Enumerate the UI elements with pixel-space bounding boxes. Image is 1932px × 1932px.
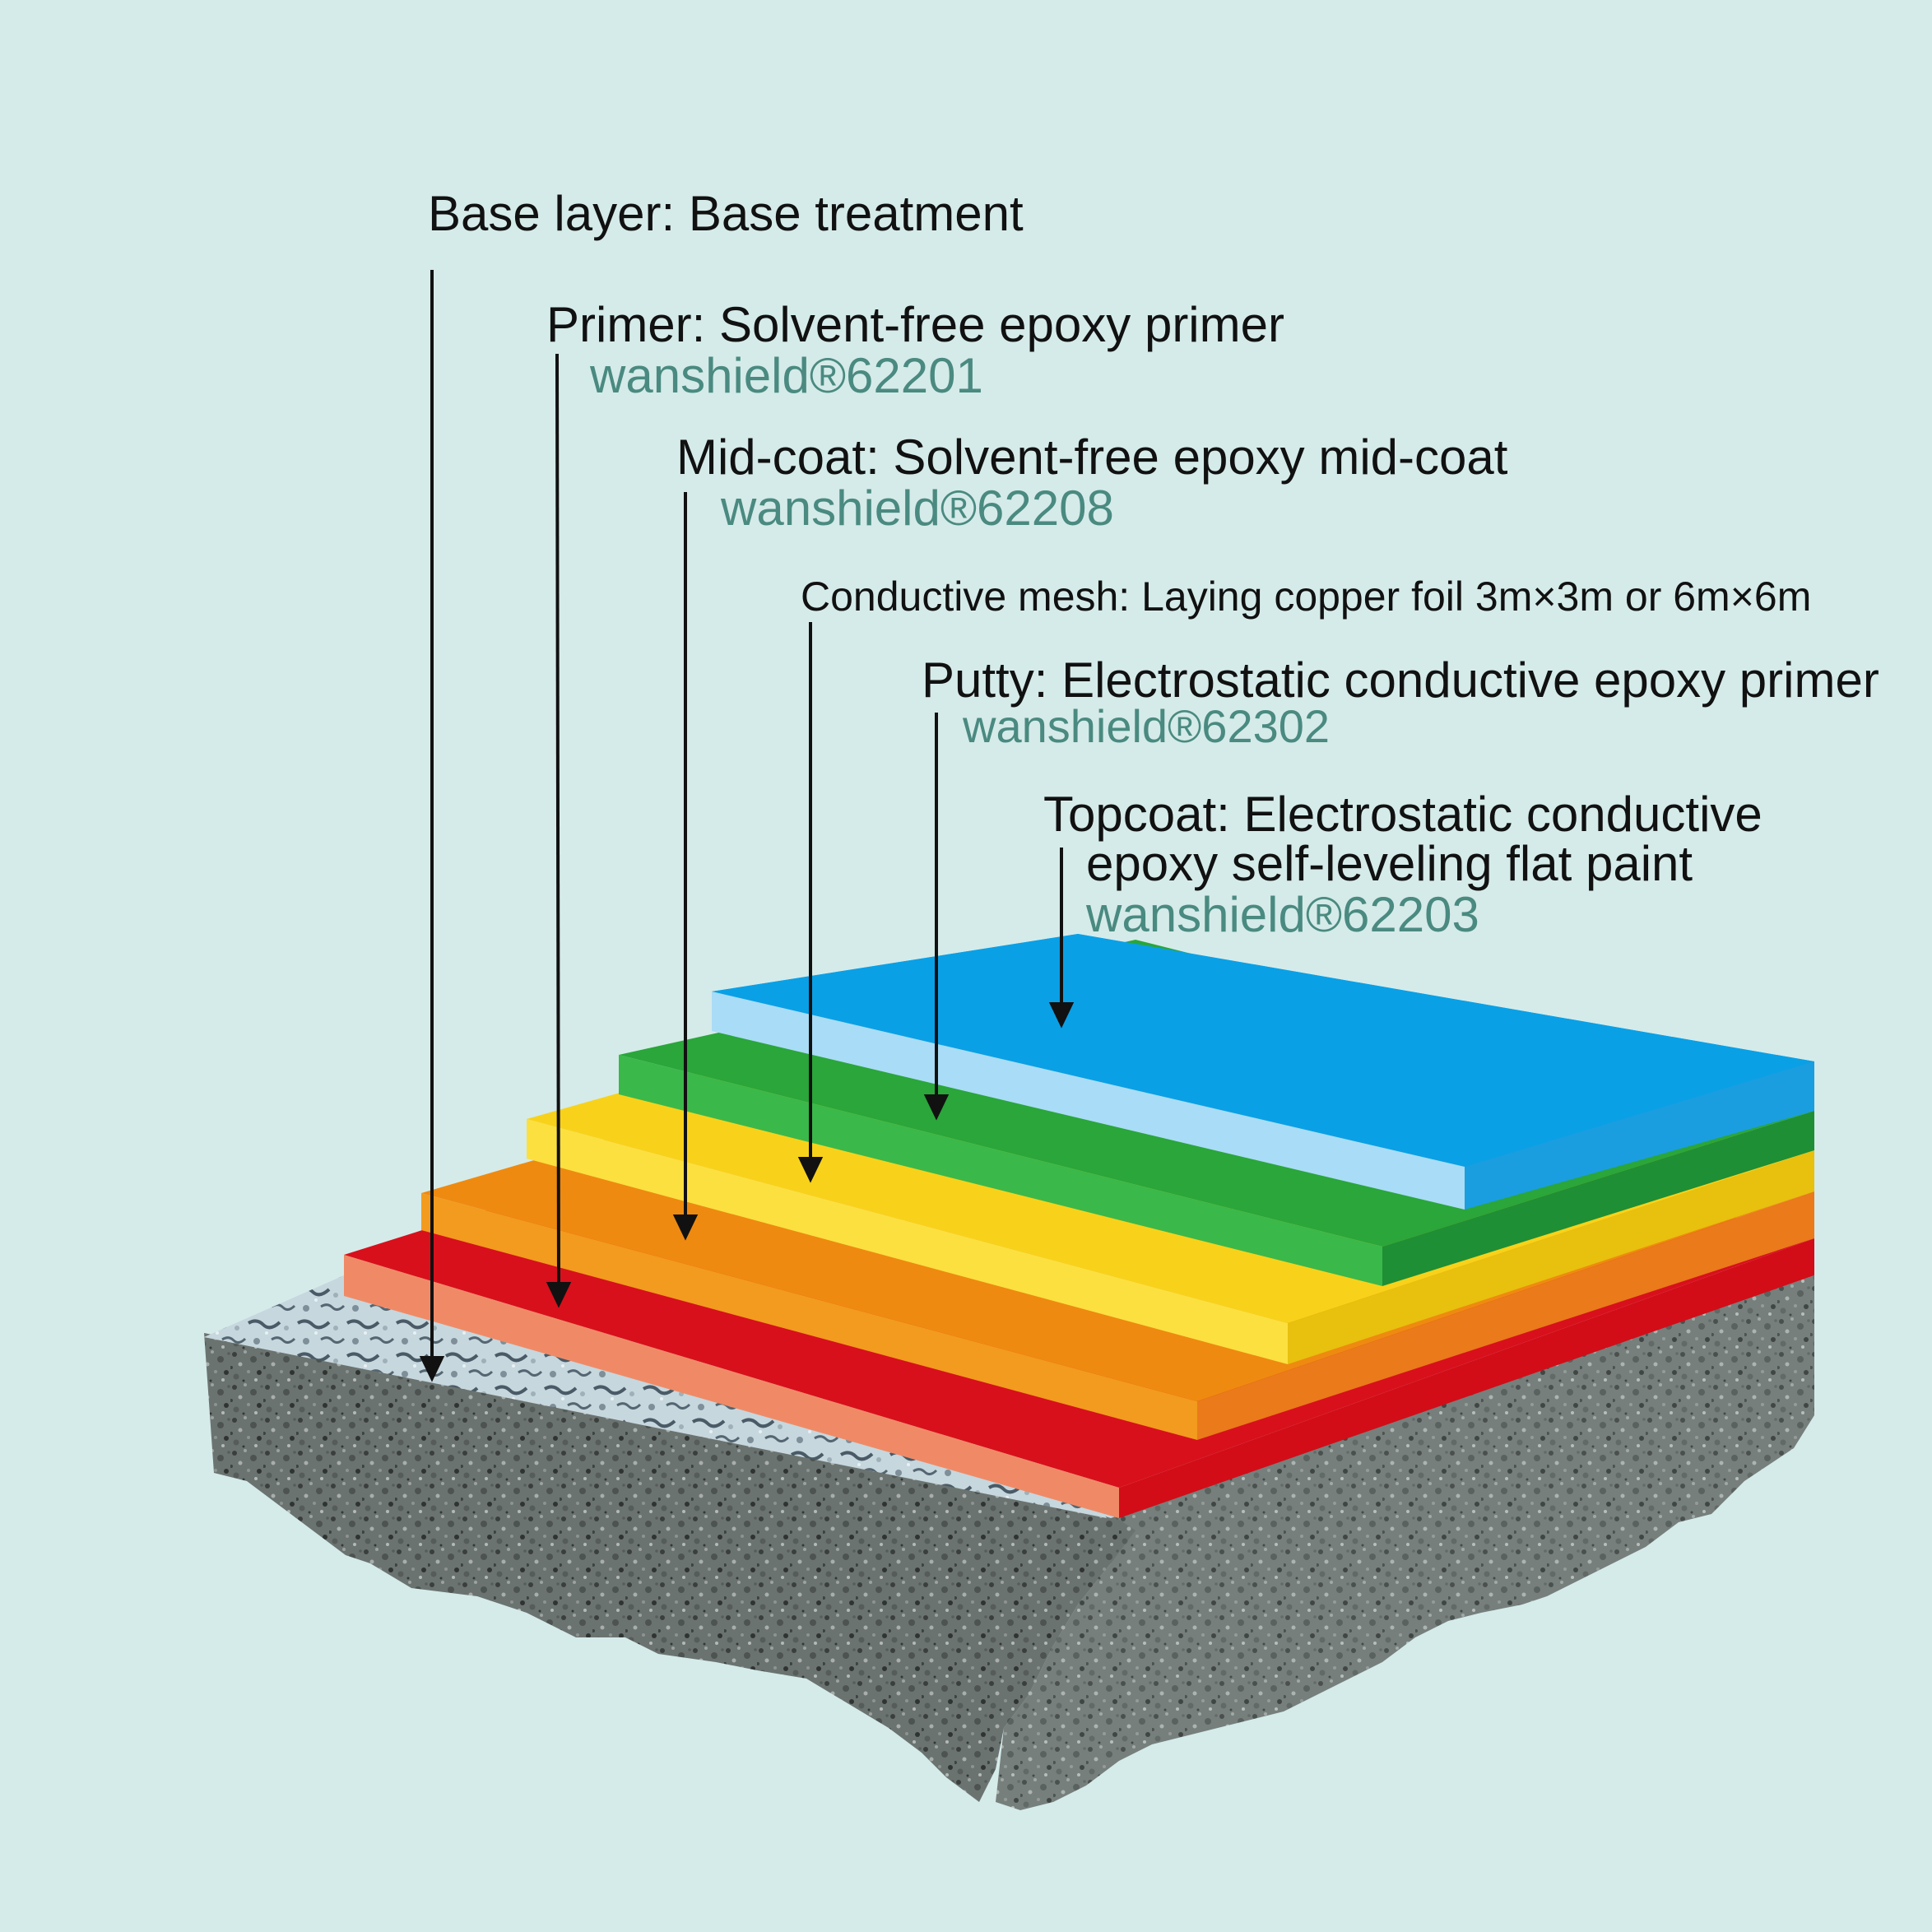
putty-arrow bbox=[923, 713, 950, 1121]
topcoat-layer bbox=[712, 934, 1814, 1210]
topcoat-label-line1: Topcoat: Electrostatic conductive bbox=[1043, 787, 1762, 842]
base-layer-label: Base layer: Base treatment bbox=[428, 186, 1024, 241]
putty-product-code: wanshield®62302 bbox=[963, 700, 1331, 752]
midcoat-arrow bbox=[672, 492, 699, 1241]
midcoat-label: Mid-coat: Solvent-free epoxy mid-coat bbox=[676, 430, 1508, 485]
concrete-right-face bbox=[996, 1275, 1814, 1810]
mesh-side bbox=[1288, 1150, 1814, 1364]
topcoat-arrow bbox=[1048, 848, 1075, 1029]
topcoat-label-line2: epoxy self-leveling flat paint bbox=[1086, 836, 1693, 891]
primer-product-code: wanshield®62201 bbox=[590, 348, 983, 403]
primer-label: Primer: Solvent-free epoxy primer bbox=[546, 297, 1284, 352]
base-arrow bbox=[419, 270, 445, 1382]
concrete-front-face bbox=[204, 1333, 1136, 1802]
midcoat-front bbox=[421, 1193, 1197, 1440]
primer-side bbox=[1119, 1238, 1814, 1518]
topcoat-top-back bbox=[712, 934, 1814, 1167]
conductive-mesh-label: Conductive mesh: Laying copper foil 3m×3… bbox=[801, 574, 1812, 620]
mesh-arrow bbox=[797, 622, 824, 1183]
base-treatment-surface bbox=[204, 1296, 1107, 1518]
midcoat-product-code: wanshield®62208 bbox=[721, 481, 1114, 536]
midcoat-side bbox=[1197, 1191, 1814, 1440]
putty-label: Putty: Electrostatic conductive epoxy pr… bbox=[922, 653, 1879, 708]
topcoat-front bbox=[712, 992, 1465, 1210]
pointer-arrows bbox=[419, 270, 1075, 1382]
primer-front bbox=[344, 1255, 1119, 1518]
putty-side bbox=[1382, 1111, 1814, 1286]
primer-arrow bbox=[546, 353, 572, 1308]
mesh-front bbox=[527, 1119, 1288, 1364]
topcoat-side bbox=[1465, 1061, 1814, 1210]
topcoat-product-code: wanshield®62203 bbox=[1086, 887, 1479, 942]
